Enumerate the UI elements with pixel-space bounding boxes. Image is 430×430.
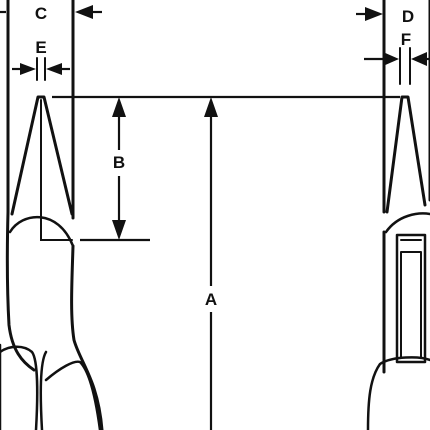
left-plier-handle-inner bbox=[39, 350, 48, 430]
left-plier-handle-right bbox=[44, 360, 102, 430]
left-plier-jaw-taper bbox=[10, 95, 74, 216]
dimension-e-arrow-left bbox=[46, 63, 62, 75]
dimension-b: B bbox=[80, 97, 150, 242]
dimension-c: C bbox=[0, 4, 102, 23]
dimension-e: E bbox=[12, 38, 70, 81]
dimension-f-arrow-left bbox=[411, 52, 427, 66]
left-plier-body-right-edge bbox=[70, 244, 104, 430]
dimension-c-arrow-left bbox=[75, 5, 93, 19]
dimension-c-label: C bbox=[35, 4, 47, 23]
dimension-a: A bbox=[52, 95, 400, 430]
dimension-d: D bbox=[356, 7, 414, 26]
dimension-d-arrow-right bbox=[365, 7, 383, 21]
right-plier-handle-flare bbox=[366, 356, 430, 430]
left-plier-jaw-centerline bbox=[40, 99, 73, 241]
right-plier-front-view bbox=[366, 0, 430, 430]
dimension-e-label: E bbox=[35, 38, 46, 57]
dimension-b-label: B bbox=[113, 153, 125, 172]
dimension-f-arrow-right bbox=[383, 52, 399, 66]
left-plier-side-view bbox=[0, 0, 104, 430]
dimension-f: F bbox=[364, 30, 430, 85]
left-plier-outer-left-edge bbox=[5, 0, 36, 372]
dimension-a-arrow-up bbox=[204, 97, 218, 117]
dimension-a-label: A bbox=[205, 290, 217, 309]
left-plier-pivot-curve bbox=[8, 215, 75, 248]
right-plier-jaw-taper bbox=[385, 95, 427, 214]
dimension-e-arrow-right bbox=[20, 63, 36, 75]
right-plier-slot-outer bbox=[395, 233, 427, 364]
dimension-b-arrow-down bbox=[112, 220, 126, 240]
dimension-d-label: D bbox=[402, 7, 414, 26]
left-plier-handle-left bbox=[0, 345, 39, 430]
right-plier-slot-inner bbox=[400, 239, 422, 359]
dimension-f-label: F bbox=[401, 30, 411, 49]
dimension-b-arrow-up bbox=[112, 97, 126, 117]
right-plier-pivot-curve bbox=[384, 212, 430, 234]
